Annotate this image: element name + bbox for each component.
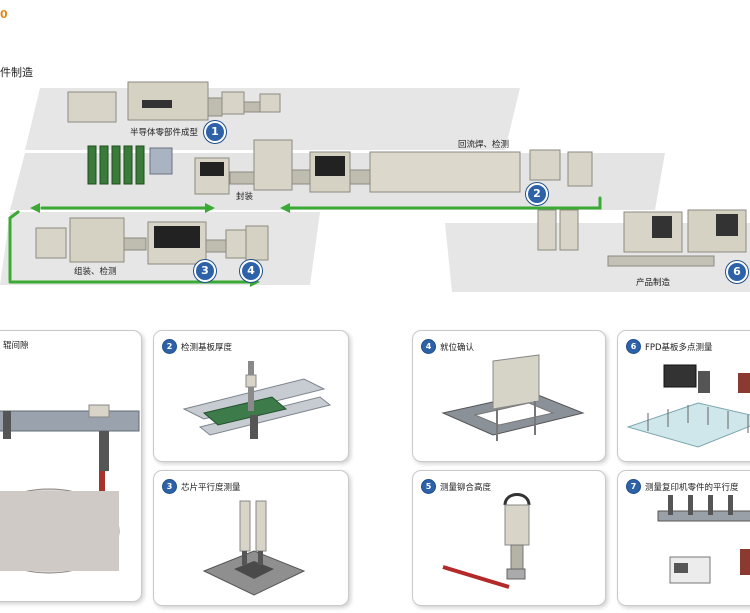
- badge-3: 3: [194, 260, 216, 282]
- label-product: 产品制造: [636, 278, 671, 288]
- label-assembly: 组装、检测: [74, 267, 117, 277]
- card-copier-parallelism-title: 7 测量复印机零件的平行度: [626, 479, 739, 494]
- badge-4: 4: [240, 260, 262, 282]
- card-fpd-multipoint-label: FPD基板多点测量: [645, 342, 713, 353]
- corner-mark: 0: [0, 8, 8, 21]
- card-copier-parallelism-label: 测量复印机零件的平行度: [645, 482, 739, 493]
- badge-2: 2: [526, 183, 548, 205]
- card-badge-4: 4: [421, 339, 436, 354]
- card-badge-7: 7: [626, 479, 641, 494]
- card-roller-gap: 辊间隙: [0, 330, 142, 602]
- card-board-thickness-label: 检测基板厚度: [181, 342, 233, 353]
- card-copier-parallelism: 7 测量复印机零件的平行度: [617, 470, 750, 606]
- machine-row-top: [67, 81, 281, 123]
- section-title: 件制造: [0, 66, 33, 79]
- crimp-icon: [442, 493, 531, 589]
- card-chip-parallelism-title: 3 芯片平行度测量: [162, 479, 241, 494]
- chip-icon: [202, 500, 306, 596]
- production-line-diagram: [0, 81, 750, 292]
- grid-icon: [626, 364, 750, 448]
- sensor-icon: [657, 495, 750, 584]
- card-fpd-multipoint-title: 6 FPD基板多点测量: [626, 339, 713, 354]
- frame-icon: [441, 354, 585, 441]
- card-badge-6: 6: [626, 339, 641, 354]
- card-crimp-height: 5 测量铆合高度: [412, 470, 606, 606]
- card-board-thickness-title: 2 检测基板厚度: [162, 339, 232, 354]
- badge-6: 6: [726, 261, 748, 283]
- card-position-check-title: 4 就位确认: [421, 339, 474, 354]
- card-fpd-multipoint: 6 FPD基板多点测量: [617, 330, 750, 462]
- card-chip-parallelism: 3 芯片平行度测量: [153, 470, 349, 606]
- machine-row-middle: [87, 139, 593, 195]
- machine-row-right: [537, 209, 747, 267]
- card-crimp-height-title: 5 测量铆合高度: [421, 479, 491, 494]
- conveyor-icon: [182, 361, 332, 439]
- card-position-check: 4 就位确认: [412, 330, 606, 462]
- card-badge-2: 2: [162, 339, 177, 354]
- roller-icon: [0, 404, 140, 574]
- label-reflow: 回流焊、检测: [458, 140, 510, 150]
- card-badge-5: 5: [421, 479, 436, 494]
- card-chip-parallelism-label: 芯片平行度测量: [181, 482, 241, 493]
- card-position-check-label: 就位确认: [440, 342, 475, 353]
- flow-arrows: [8, 196, 602, 284]
- machine-row-bottom: [35, 217, 269, 265]
- label-package: 封装: [236, 192, 254, 202]
- card-roller-gap-label: 辊间隙: [3, 341, 29, 351]
- card-roller-gap-title: 辊间隙: [3, 339, 29, 351]
- label-semiconductor: 半导体零部件成型: [130, 128, 199, 138]
- badge-1: 1: [204, 121, 226, 143]
- card-crimp-height-label: 测量铆合高度: [440, 482, 492, 493]
- card-board-thickness: 2 检测基板厚度: [153, 330, 349, 462]
- card-badge-3: 3: [162, 479, 177, 494]
